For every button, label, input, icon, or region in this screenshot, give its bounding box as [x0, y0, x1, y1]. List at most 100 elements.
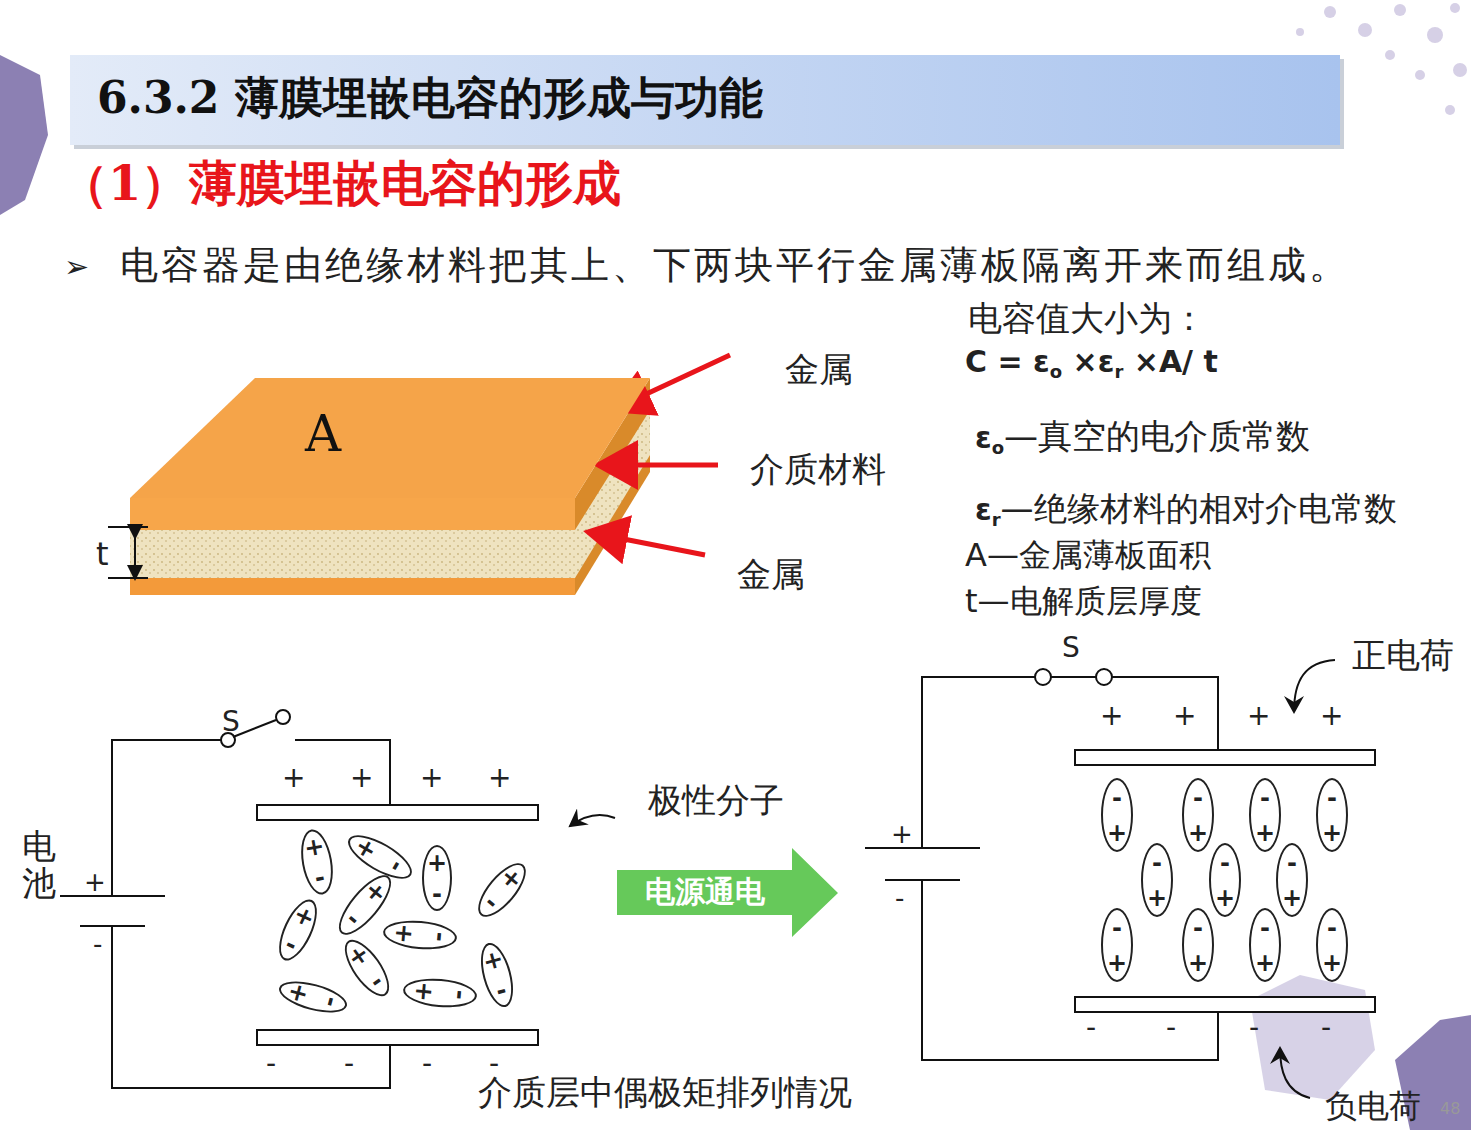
charge-sign: + — [427, 851, 447, 875]
metal-layer — [130, 498, 575, 530]
arrow-label: 电源通电 — [617, 870, 792, 915]
label: 金属 — [737, 555, 805, 594]
charge-sign: - — [481, 889, 504, 914]
label: + — [84, 868, 106, 898]
dielectric-layer — [130, 530, 575, 578]
charge-sign: + — [343, 940, 373, 971]
label: - — [1321, 1012, 1331, 1044]
charge-sign: - — [432, 882, 442, 906]
label: + — [1100, 700, 1123, 732]
arrow-shape: 电源通电 — [617, 848, 838, 937]
label: t—电解质层厚度 — [965, 583, 1202, 620]
dipole: -+ — [1101, 778, 1133, 852]
dipole: -+ — [1249, 778, 1281, 852]
label: 电容值大小为： — [968, 299, 1206, 338]
formula-line: εo—真空的电介质常数 — [975, 417, 1310, 459]
label: 金属 — [785, 350, 853, 389]
charge-sign: + — [1188, 951, 1208, 975]
charge-sign: + — [1282, 886, 1302, 910]
area-label: A — [305, 406, 341, 464]
charge-sign: + — [302, 833, 326, 860]
charge-sign: + — [350, 834, 381, 863]
slide-title: 6.3.2 薄膜埋嵌电容的形成与功能 — [97, 73, 763, 124]
charge-sign: - — [493, 977, 509, 1003]
title-bar — [70, 55, 1340, 145]
dipole: -+ — [1316, 908, 1348, 982]
dipole: -+ — [1182, 908, 1214, 982]
charge-sign: - — [316, 993, 342, 1009]
label: ➢ — [64, 250, 89, 285]
label: - — [266, 1048, 276, 1080]
subscript: o — [992, 437, 1004, 458]
label: - — [895, 884, 904, 914]
formula-text: ε — [975, 420, 992, 455]
decor-hexagon — [0, 55, 48, 215]
dipole: +- — [470, 856, 534, 925]
label: + — [1247, 700, 1270, 732]
label: + — [282, 762, 305, 794]
dipole: -+ — [1249, 908, 1281, 982]
charge-sign: + — [1107, 951, 1127, 975]
charge-sign: - — [1327, 786, 1337, 810]
label: 48 — [1440, 1100, 1460, 1118]
dipole: -+ — [1101, 908, 1133, 982]
label: + — [350, 762, 373, 794]
label: 介质材料 — [750, 450, 886, 489]
formula-text: ε — [975, 492, 992, 527]
dipole: +- — [337, 933, 398, 1003]
label: t — [96, 536, 109, 573]
label: - — [344, 1048, 354, 1080]
label: 负电荷 — [1325, 1088, 1421, 1125]
dipole: +- — [402, 976, 478, 1010]
charge-sign: + — [1322, 951, 1342, 975]
charge-sign: + — [1255, 951, 1275, 975]
charge-sign: - — [1327, 916, 1337, 940]
label: 正电荷 — [1352, 636, 1454, 675]
charge-sign: - — [382, 855, 408, 876]
charge-sign: - — [1260, 916, 1270, 940]
charge-sign: - — [1287, 851, 1297, 875]
label: 电容器是由绝缘材料把其上、下两块平行金属薄板隔离开来而组成。 — [120, 244, 1350, 288]
circuit-left — [60, 710, 615, 1088]
charge-sign: + — [1107, 821, 1127, 845]
plate-outline — [130, 378, 650, 498]
formula-text: ×A/ t — [1123, 344, 1218, 379]
charge-sign: + — [410, 980, 436, 1002]
charge-sign: - — [445, 989, 470, 1001]
formula-line: εr—绝缘材料的相对介电常数 — [975, 490, 1397, 531]
dipole: +- — [422, 845, 452, 911]
label: + — [420, 762, 443, 794]
label: S — [1062, 632, 1080, 664]
formula-text: —绝缘材料的相对介电常数 — [1001, 489, 1397, 528]
thickness-dim — [108, 527, 148, 578]
charge-sign: + — [1322, 821, 1342, 845]
charge-sign: + — [290, 901, 318, 931]
label: + — [488, 762, 511, 794]
dipole: -+ — [1209, 843, 1241, 917]
label: S — [222, 706, 240, 738]
charge-sign: - — [1152, 851, 1162, 875]
label: - — [489, 1048, 499, 1080]
charge-sign: + — [497, 862, 528, 893]
metal-layer — [130, 578, 575, 595]
label: - — [422, 1048, 432, 1080]
label: - — [1166, 1012, 1176, 1044]
charge-sign: - — [1260, 786, 1270, 810]
dipole: +- — [276, 975, 350, 1018]
charge-sign: + — [1147, 886, 1167, 910]
charge-sign: - — [1193, 916, 1203, 940]
charge-sign: - — [1112, 786, 1122, 810]
charge-sign: + — [1188, 821, 1208, 845]
label: A—金属薄板面积 — [965, 537, 1211, 574]
subscript: r — [992, 509, 1001, 530]
decor-hexagon — [1250, 975, 1375, 1100]
label: - — [1249, 1012, 1259, 1044]
charge-sign: + — [1215, 886, 1235, 910]
dipole: -+ — [1316, 778, 1348, 852]
formula-line: C = εo ×εr ×A/ t — [965, 345, 1218, 383]
charge-sign: - — [342, 906, 365, 931]
dipole: -+ — [1141, 843, 1173, 917]
charge-sign: - — [1112, 916, 1122, 940]
charge-sign: + — [390, 922, 416, 944]
dipole: +- — [271, 894, 324, 966]
